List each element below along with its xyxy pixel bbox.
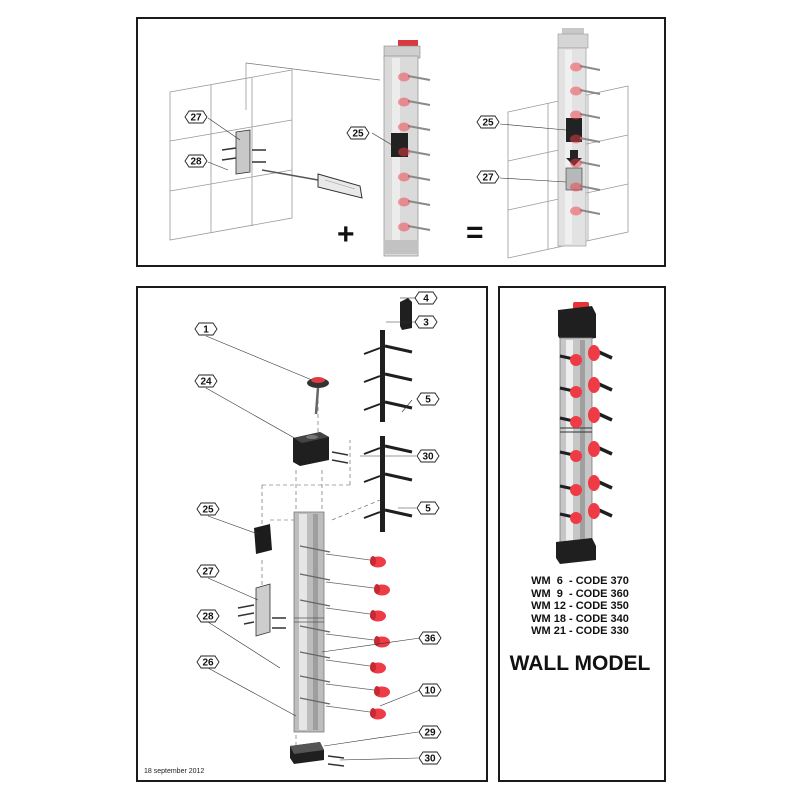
callout-label: 28 <box>196 609 220 623</box>
svg-text:4: 4 <box>423 294 429 305</box>
svg-text:30: 30 <box>422 452 434 463</box>
callout-label: 1 <box>194 322 218 336</box>
peg-parts-10 <box>299 545 390 720</box>
callout-label: 5 <box>416 392 440 406</box>
svg-text:25: 25 <box>352 129 364 140</box>
callout-label: 27 <box>196 564 220 578</box>
svg-text:29: 29 <box>424 728 436 739</box>
svg-text:25: 25 <box>482 118 494 129</box>
screwdriver <box>261 169 363 199</box>
aluminium-rail-part-26 <box>293 511 325 733</box>
svg-text:27: 27 <box>190 113 202 124</box>
svg-text:28: 28 <box>202 612 214 623</box>
top-cap-part-24 <box>293 432 329 466</box>
callout-label: 25 <box>346 126 370 140</box>
model-code-list: WM 6 - CODE 370 WM 9 - CODE 360 WM 12 - … <box>500 575 660 638</box>
callout-label: 30 <box>416 449 440 463</box>
callout-label: 29 <box>418 725 442 739</box>
rack-pegs-middle <box>398 72 431 232</box>
wall-model-rack <box>556 302 596 564</box>
callout-label: 4 <box>414 291 438 305</box>
callout-label: 24 <box>194 374 218 388</box>
svg-text:3: 3 <box>423 318 429 329</box>
end-cap-part-4 <box>400 298 412 330</box>
callout-label: 5 <box>416 501 440 515</box>
callout-label: 27 <box>476 170 500 184</box>
svg-text:27: 27 <box>202 567 214 578</box>
equals-operator: = <box>466 216 484 249</box>
document-date: 18 september 2012 <box>144 768 205 775</box>
model-code-item: WM 21 - CODE 330 <box>531 625 629 637</box>
svg-text:5: 5 <box>425 395 431 406</box>
svg-text:10: 10 <box>424 686 436 697</box>
wall-model-title: WALL MODEL <box>509 652 651 675</box>
hook-bar-part-3 <box>380 330 385 422</box>
model-code-item: WM 12 - CODE 350 <box>531 600 629 612</box>
callout-label: 25 <box>476 115 500 129</box>
callout-label: 25 <box>196 502 220 516</box>
bottom-cap-part-29 <box>290 742 324 764</box>
callout-label: 3 <box>414 315 438 329</box>
callout-label: 36 <box>418 631 442 645</box>
callout-label: 28 <box>184 154 208 168</box>
callout-label: 27 <box>184 110 208 124</box>
svg-text:25: 25 <box>202 505 214 516</box>
wall-plate-part-27 <box>237 583 286 637</box>
hook-bar-part-30 <box>380 436 385 532</box>
callout-label: 26 <box>196 655 220 669</box>
knob-part-1 <box>307 377 329 415</box>
svg-text:26: 26 <box>202 658 214 669</box>
svg-text:28: 28 <box>190 157 202 168</box>
callout-label: 30 <box>418 751 442 765</box>
svg-text:5: 5 <box>425 504 431 515</box>
wall-plate-left <box>221 129 266 175</box>
bracket-part-25 <box>254 524 272 554</box>
svg-text:30: 30 <box>424 754 436 765</box>
wall-model-pegs <box>559 345 613 524</box>
svg-text:27: 27 <box>482 173 494 184</box>
model-code-item: WM 6 - CODE 370 <box>531 575 629 587</box>
svg-text:24: 24 <box>200 377 212 388</box>
model-code-item: WM 9 - CODE 360 <box>531 587 629 600</box>
svg-text:1: 1 <box>203 325 209 336</box>
plus-operator: + <box>337 218 355 251</box>
svg-text:36: 36 <box>424 634 436 645</box>
rack-pegs-right <box>570 62 601 216</box>
callout-label: 10 <box>418 683 442 697</box>
rack-assembled-middle <box>383 40 421 257</box>
model-code-item: WM 18 - CODE 340 <box>531 612 629 625</box>
